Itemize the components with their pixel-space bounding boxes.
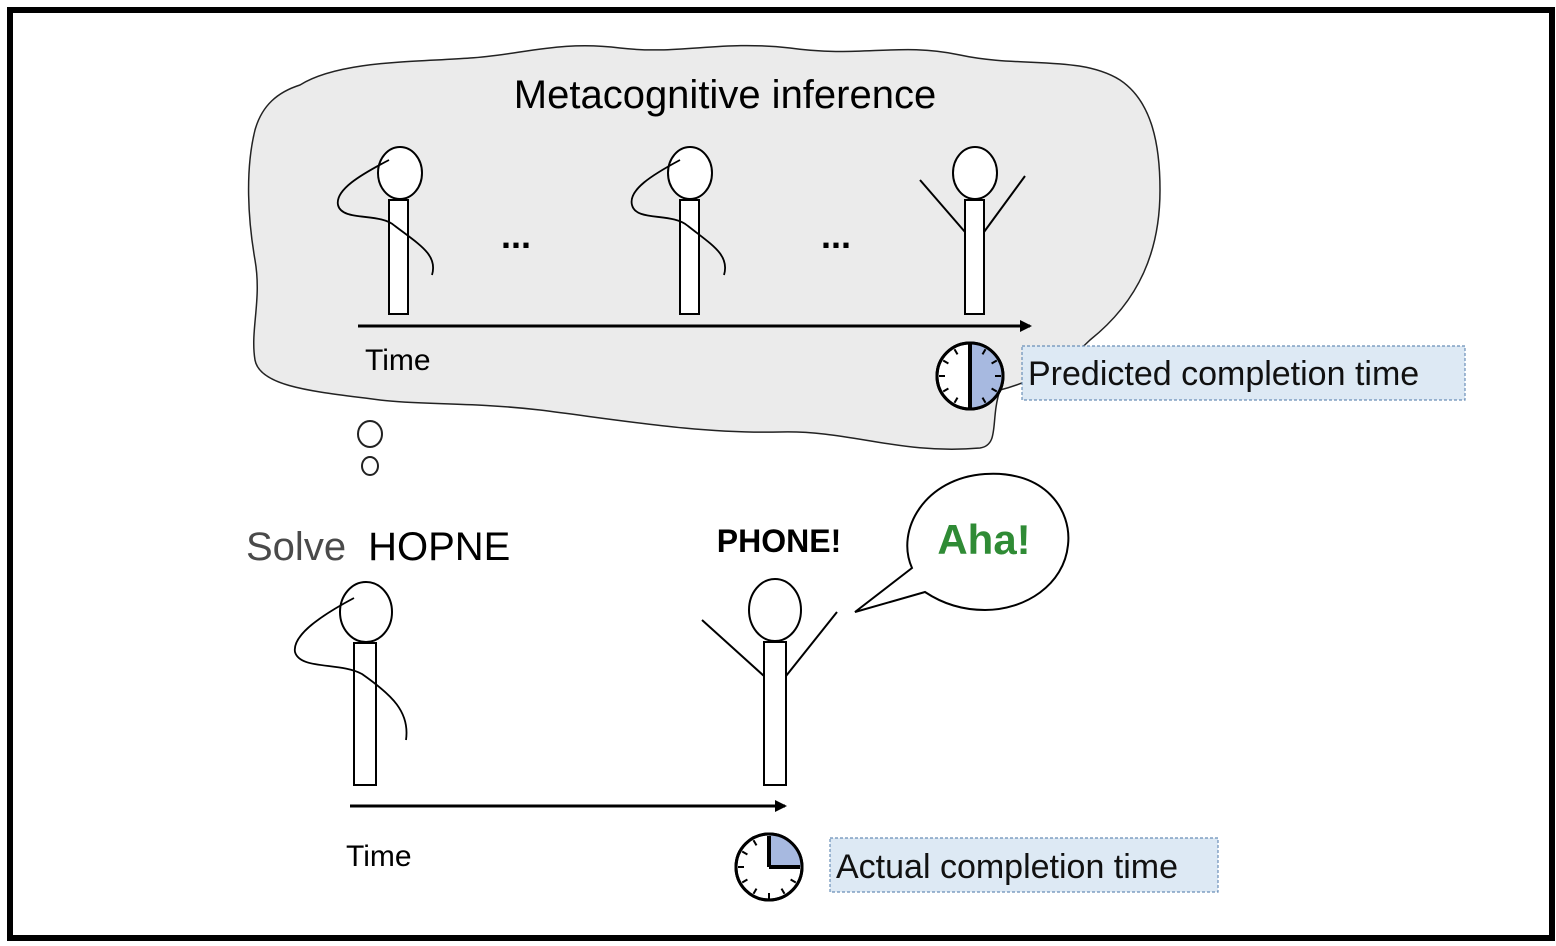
thought-bubble-small <box>361 456 379 476</box>
actual-clock-icon <box>734 832 804 902</box>
ellipsis-2: ... <box>821 215 851 256</box>
thinking-figure <box>337 146 435 315</box>
time-label-predicted: Time <box>365 344 431 377</box>
predicted-label-box <box>1021 345 1466 401</box>
task-text: Solve HOPNE <box>246 524 510 569</box>
thinking-figure <box>630 146 727 315</box>
aha-text: Aha! <box>937 516 1030 563</box>
time-label-actual: Time <box>346 840 412 873</box>
celebrating-figure <box>919 146 1026 315</box>
solution-word: PHONE! <box>717 523 841 559</box>
thinking-figure-actual <box>294 581 408 786</box>
predicted-clock-icon <box>935 341 1005 411</box>
speech-bubble <box>854 472 1070 613</box>
cloud-title: Metacognitive inference <box>514 73 936 117</box>
figure-frame <box>7 7 1555 941</box>
predicted-completion-label: Predicted completion time <box>1028 355 1419 393</box>
thought-cloud <box>247 44 1161 450</box>
ellipsis-1: ... <box>501 215 531 256</box>
actual-completion-label: Actual completion time <box>836 848 1178 886</box>
actual-label-box <box>829 837 1219 893</box>
task-prefix: Solve <box>246 525 346 569</box>
task-word: HOPNE <box>368 525 510 569</box>
thought-bubble-large <box>357 420 383 448</box>
celebrating-figure-actual <box>701 578 838 786</box>
